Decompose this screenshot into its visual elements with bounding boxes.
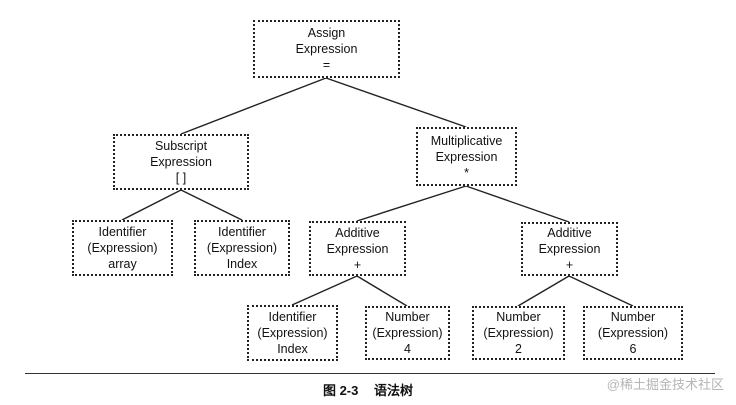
additive-expression-node-left: Additive Expression + [309, 221, 406, 276]
multiplicative-expression-node: Multiplicative Expression * [416, 127, 517, 186]
node-line: (Expression) [206, 241, 278, 255]
node-line: (Expression) [257, 326, 328, 340]
node-line: Expression [150, 155, 212, 169]
node-line: Index [277, 342, 308, 356]
node-line: Identifier [218, 225, 266, 239]
node-line: = [322, 58, 331, 72]
subscript-expression-node: Subscript Expression [ ] [113, 134, 249, 190]
node-line: [ ] [175, 171, 187, 185]
node-line: Additive [335, 225, 380, 240]
node-line: Number [610, 310, 656, 324]
edge-multiplicative-additive-left [356, 185, 467, 222]
edge-subscript-identifier-index [180, 189, 243, 221]
node-line: Expression [538, 242, 601, 256]
node-line: Number [496, 310, 541, 324]
figure-caption: 图 2-3 语法树 [0, 380, 736, 399]
watermark: @稀土掘金技术社区 [606, 377, 724, 392]
figure-title: 语法树 [374, 383, 414, 398]
node-line: * [464, 165, 469, 180]
edge-additive-identifier-index [291, 275, 358, 306]
node-line: 2 [515, 342, 522, 356]
node-line: + [353, 257, 362, 272]
figure-number: 图 2-3 [322, 383, 359, 398]
edge-subscript-identifier-array [121, 189, 182, 221]
edge-multiplicative-additive-right [465, 185, 570, 223]
node-line: 4 [404, 342, 411, 356]
number-4-node: Number (Expression) 4 [365, 306, 450, 360]
node-line: array [108, 257, 137, 271]
number-2-node: Number (Expression) 2 [472, 306, 565, 360]
node-line: Assign [307, 26, 346, 40]
node-line: Expression [326, 241, 389, 256]
edge-assign-subscript [180, 77, 327, 135]
additive-expression-node-right: Additive Expression + [521, 222, 618, 276]
node-line: Expression [435, 149, 498, 164]
identifier-array-node: Identifier (Expression) array [72, 220, 173, 276]
node-line: (Expression) [372, 326, 443, 340]
edge-additive-number-6 [568, 275, 634, 307]
node-line: Identifier [98, 225, 147, 239]
node-line: Expression [295, 42, 358, 56]
identifier-index-node: Identifier (Expression) Index [194, 220, 290, 276]
node-line: + [565, 258, 574, 272]
edge-additive-number-4 [356, 275, 408, 307]
edge-additive-number-2 [517, 275, 570, 307]
caption-divider [25, 373, 715, 374]
node-line: (Expression) [483, 326, 554, 340]
node-line: Subscript [154, 139, 208, 153]
edge-assign-multiplicative [325, 77, 467, 128]
node-line: Number [385, 310, 430, 324]
assign-expression-node: Assign Expression = [253, 20, 400, 78]
node-line: 6 [629, 342, 637, 356]
identifier-index-node-lower: Identifier (Expression) Index [247, 305, 338, 361]
node-line: (Expression) [87, 241, 158, 255]
node-line: (Expression) [597, 326, 669, 340]
node-line: Additive [547, 226, 592, 240]
node-line: Index [226, 257, 258, 271]
number-6-node: Number (Expression) 6 [583, 306, 683, 360]
node-line: Multiplicative [430, 133, 503, 148]
node-line: Identifier [268, 310, 317, 324]
